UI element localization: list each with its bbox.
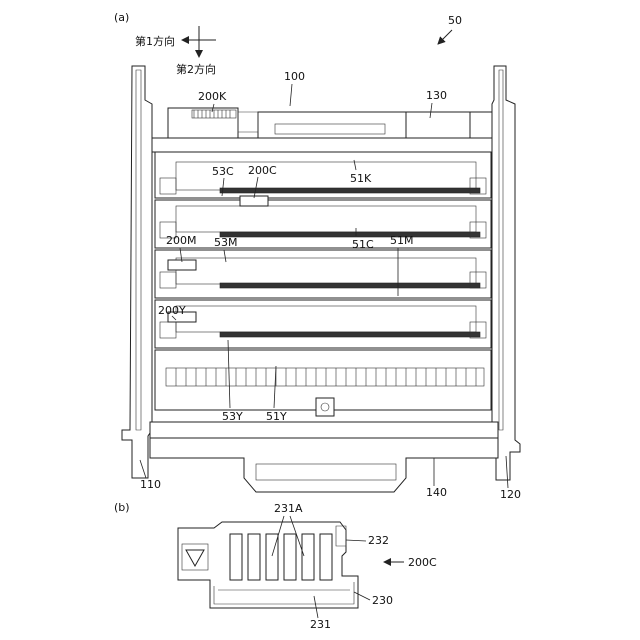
cartridge-row-m xyxy=(155,250,491,298)
first-direction-label: 第1方向 xyxy=(135,34,175,48)
ref-53M: 53M xyxy=(214,236,238,249)
ref-140: 140 xyxy=(426,486,447,499)
ref-50: 50 xyxy=(448,14,462,27)
cartridge-row-c xyxy=(155,196,491,248)
ref-53C: 53C xyxy=(212,165,234,178)
cartridge-row-y xyxy=(155,300,491,348)
image-forming-unit xyxy=(122,66,520,492)
ref-230: 230 xyxy=(372,594,393,607)
ref-200K: 200K xyxy=(198,90,227,103)
panel-a-label: (a) xyxy=(114,11,129,24)
ref-51Y: 51Y xyxy=(266,410,287,423)
ref-51C: 51C xyxy=(352,238,374,251)
cartridge-row-k xyxy=(155,152,491,198)
ref-231A: 231A xyxy=(274,502,303,515)
ref-51K: 51K xyxy=(350,172,372,185)
component-200C-detail xyxy=(178,522,358,608)
ref-120: 120 xyxy=(500,488,521,501)
ref-200C-b: 200C xyxy=(408,556,437,569)
ref-51M: 51M xyxy=(390,234,414,247)
ref-231: 231 xyxy=(310,618,331,631)
second-direction-label: 第2方向 xyxy=(176,62,216,76)
ref-110: 110 xyxy=(140,478,161,491)
direction-indicator xyxy=(182,26,216,57)
ref-232: 232 xyxy=(368,534,389,547)
ref-200Y: 200Y xyxy=(158,304,186,317)
ref-50-arrow xyxy=(438,30,452,44)
ref-200M: 200M xyxy=(166,234,197,247)
ref-130: 130 xyxy=(426,89,447,102)
ref-200C: 200C xyxy=(248,164,277,177)
panel-b-label: (b) xyxy=(114,501,130,514)
ref-100: 100 xyxy=(284,70,305,83)
ref-53Y: 53Y xyxy=(222,410,243,423)
